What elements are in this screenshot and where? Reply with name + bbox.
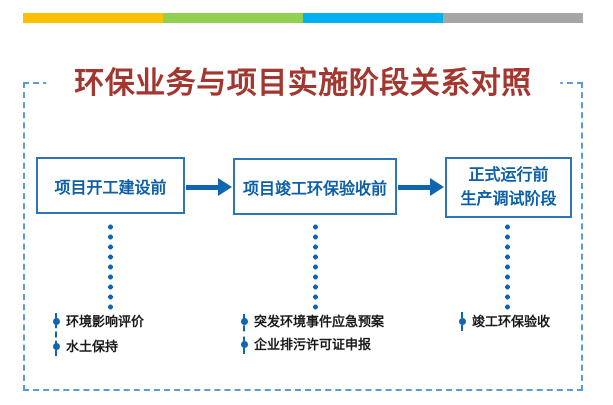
color-bar-segment-gray: [443, 13, 583, 23]
decorative-color-bar: [23, 13, 583, 23]
flow-arrow-2: [398, 178, 444, 197]
arrow-line: [186, 185, 219, 190]
item-rail: [55, 313, 57, 356]
item-rail: [243, 314, 245, 354]
stage-items-2: 突发环境事件应急预案 企业排污许可证申报: [238, 310, 384, 356]
stage-box-label-line1: 正式运行前: [468, 166, 549, 184]
color-bar-segment-green: [163, 13, 303, 23]
stage-box-trial-operation: 正式运行前 生产调试阶段: [445, 157, 572, 218]
stage-box-before-acceptance: 项目竣工环保验收前: [233, 158, 397, 215]
dotted-connector-3: [505, 222, 510, 310]
stage-box-label: 项目开工建设前: [54, 179, 167, 197]
color-bar-segment-orange: [23, 13, 163, 23]
stage-box-label-line2: 生产调试阶段: [460, 190, 557, 208]
bullet-dot-icon: [241, 341, 248, 348]
list-item: 突发环境事件应急预案: [238, 310, 384, 333]
stage-items-1: 环境影响评价 水土保持: [50, 309, 144, 359]
list-item: 环境影响评价: [50, 309, 144, 334]
page-title: 环保业务与项目实施阶段关系对照: [46, 66, 560, 102]
bullet-dot-icon: [53, 318, 60, 325]
stage-box-label: 项目竣工环保验收前: [242, 180, 387, 198]
flow-arrow-1: [186, 178, 232, 197]
list-item: 竣工环保验收: [456, 310, 550, 333]
list-item: 企业排污许可证申报: [238, 333, 384, 356]
bullet-dot-icon: [53, 343, 60, 350]
list-item: 水土保持: [50, 334, 144, 359]
bullet-dot-icon: [459, 318, 466, 325]
stage-box-before-construction: 项目开工建设前: [36, 157, 185, 214]
arrow-head-icon: [430, 178, 444, 196]
stage-items-3: 竣工环保验收: [456, 310, 550, 333]
bullet-dot-icon: [241, 318, 248, 325]
color-bar-segment-blue: [303, 13, 443, 23]
dotted-connector-2: [313, 222, 318, 310]
arrow-head-icon: [218, 178, 232, 196]
dotted-connector-1: [108, 222, 113, 310]
arrow-line: [398, 185, 431, 190]
